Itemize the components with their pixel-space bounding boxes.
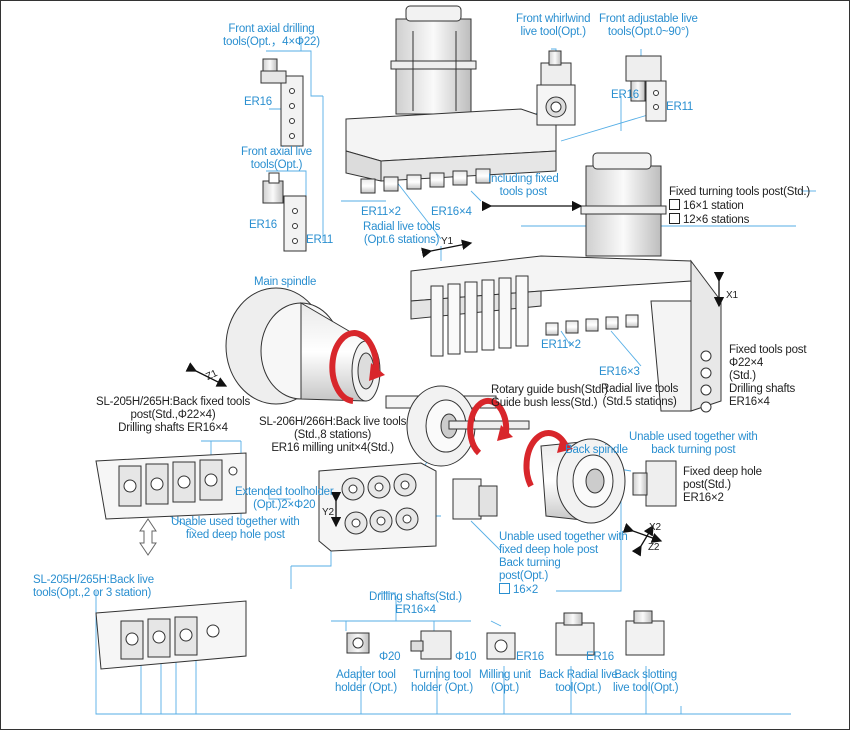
label-er11-b: ER11: [666, 101, 694, 113]
label-sl206h-back-live: SL-206H/266H:Back live tools (Std.,8 sta…: [259, 416, 407, 454]
label-er16-e: ER16: [586, 651, 614, 663]
left-back-live-tools: [95, 600, 247, 670]
label-er16-c: ER16: [611, 89, 639, 101]
label-er16x4-top: ER16×4: [431, 206, 472, 218]
bottom-accessories: [346, 610, 665, 660]
top-tool-plate: [345, 108, 557, 194]
front-axial-drilling-tool: [260, 58, 304, 147]
label-er16-d: ER16: [516, 651, 544, 663]
left-back-fixed-tools: [95, 452, 247, 520]
label-er16-a: ER16: [244, 96, 272, 108]
axis-z2: Z2: [648, 542, 660, 553]
right-motor: [580, 152, 667, 257]
label-fixed-tools-post-right: Fixed tools post Φ22×4 (Std.) Drilling s…: [729, 344, 807, 408]
label-er16x3: ER16×3: [599, 366, 640, 378]
front-whirlwind-tool: [536, 50, 576, 126]
axis-y1: Y1: [441, 236, 453, 247]
checkbox-16x1: [669, 199, 680, 210]
fixed-deep-hole-post: [632, 460, 677, 507]
label-phi20: Φ20: [379, 651, 401, 663]
label-fixed-turning-tools-post: Fixed turning tools post(Std.) 16×1 stat…: [669, 186, 811, 226]
axis-x2: X2: [649, 522, 661, 533]
main-spindle: [225, 287, 381, 405]
checkbox-16x2: [499, 583, 510, 594]
gang-tool-block: [410, 255, 722, 413]
label-drilling-shafts: Drilling shafts(Std.)ER16×4: [369, 591, 462, 616]
label-er16-b: ER16: [249, 219, 277, 231]
axis-y2: Y2: [322, 507, 334, 518]
axis-arrows: [185, 200, 725, 557]
front-adjustable-live-tool: [625, 55, 667, 122]
label-rotary-guide-bush: Rotary guide bush(Std.)Guide bush less(S…: [491, 384, 608, 409]
label-fixed-deep-hole-post: Fixed deep hole post(Std.) ER16×2: [683, 466, 762, 504]
label-main-spindle: Main spindle: [254, 276, 317, 288]
top-motor: [390, 5, 477, 115]
front-axial-live-tool: [262, 172, 307, 252]
label-extended-toolholder: Extended toolholder(Opt.)2×Φ20: [235, 486, 334, 511]
label-back-spindle: Back spindle: [565, 444, 628, 456]
axis-x1: X1: [726, 290, 738, 301]
label-er11x2-right: ER11×2: [541, 339, 581, 351]
label-milling-unit: Milling unit(Opt.): [479, 669, 531, 694]
guide-bush: [385, 385, 530, 467]
rotation-arrowheads: [369, 363, 573, 453]
label-er11x2-top: ER11×2: [361, 206, 401, 218]
back-turning-post: [452, 478, 498, 520]
label-er11-a: ER11: [306, 234, 334, 246]
label-phi10: Φ10: [455, 651, 477, 663]
label-sl205h-back-fixed: SL-205H/265H:Back fixed tools post(Std.,…: [96, 396, 251, 434]
back-spindle: [540, 438, 626, 524]
label-radial-live-tools-top: Radial live tools(Opt.6 stations): [363, 221, 441, 246]
label-radial-live-tools-right: Radial live tools(Std.5 stations): [601, 383, 679, 408]
rotation-arrows: [329, 330, 569, 488]
checkbox-12x6: [669, 213, 680, 224]
center-back-tool-block: [318, 462, 437, 552]
hollow-double-arrow: [139, 518, 157, 556]
